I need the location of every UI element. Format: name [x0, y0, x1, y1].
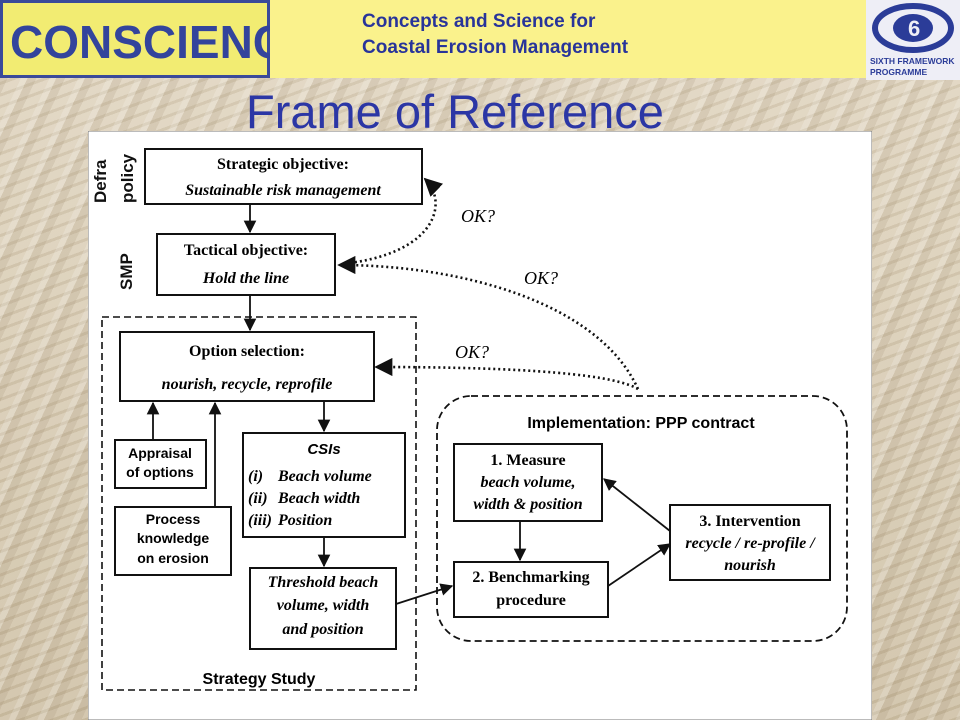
strategic-objective-box	[144, 148, 423, 205]
threshold-line-1: Threshold beach	[268, 574, 379, 591]
tactical-objective-text: Hold the line	[202, 270, 289, 287]
defra-label: Defra	[91, 159, 110, 203]
programme-line-2: PROGRAMME	[870, 67, 927, 77]
process-line-1: Process	[146, 511, 201, 527]
benchmarking-box	[453, 561, 609, 618]
csis-item-3: Position	[277, 512, 332, 529]
programme-line-1: SIXTH FRAMEWORK	[870, 56, 955, 66]
measure-line-3: width & position	[473, 496, 582, 513]
appraisal-line-2: of options	[126, 464, 194, 480]
option-selection-title: Option selection:	[189, 343, 305, 360]
benchmark-line-1: 2. Benchmarking	[472, 569, 589, 586]
ok-label-2: OK?	[524, 268, 558, 288]
measure-line-1: 1. Measure	[490, 452, 565, 469]
arrow-benchmark-intervention	[607, 543, 672, 587]
feedback-arrow-strategic	[349, 177, 444, 265]
measure-line-2: beach volume,	[480, 474, 575, 491]
threshold-line-2: volume, width	[277, 597, 370, 614]
feedback-arrow-tactical	[337, 255, 640, 390]
conscience-logo: CONSCIENCE	[0, 0, 270, 78]
header-banner: CONSCIENCE Concepts and Science for Coas…	[0, 0, 866, 78]
implementation-region	[436, 395, 848, 642]
logo-text: CONSCIENCE	[10, 16, 270, 68]
benchmark-line-2: procedure	[496, 592, 566, 609]
smp-label: SMP	[117, 253, 136, 290]
strategic-objective-title: Strategic objective:	[217, 156, 349, 173]
csis-num-3: (iii)	[248, 512, 272, 529]
page-title: Frame of Reference	[246, 85, 664, 138]
tagline: Concepts and Science for Coastal Erosion…	[362, 9, 628, 61]
measure-box	[453, 443, 603, 522]
threshold-line-3: and position	[282, 621, 363, 638]
process-line-2: knowledge	[137, 530, 210, 546]
strategy-study-region	[101, 316, 417, 691]
csis-item-1: Beach volume	[277, 468, 372, 485]
ok-label-1: OK?	[461, 206, 495, 226]
option-selection-text: nourish, recycle, reprofile	[162, 376, 333, 393]
arrow-threshold-benchmark	[395, 583, 454, 605]
process-knowledge-box	[114, 506, 232, 576]
tagline-line-1: Concepts and Science for	[362, 11, 596, 32]
csis-num-1: (i)	[248, 468, 263, 485]
appraisal-box	[114, 439, 207, 489]
option-selection-box	[119, 331, 375, 402]
framework-programme-logo: 6 SIXTH FRAMEWORK PROGRAMME	[866, 0, 960, 80]
csis-item-2: Beach width	[277, 490, 360, 507]
appraisal-line-1: Appraisal	[128, 445, 192, 461]
intervention-line-3: nourish	[724, 557, 776, 574]
tactical-objective-box	[156, 233, 336, 296]
intervention-line-2: recycle / re-profile /	[685, 535, 816, 552]
frame-of-reference-diagram: Defra policy SMP Strategic objective: Su…	[88, 131, 872, 720]
strategy-study-label: Strategy Study	[203, 671, 316, 688]
ok-label-3: OK?	[455, 342, 489, 362]
policy-label: policy	[118, 153, 137, 203]
intervention-box	[669, 504, 831, 581]
tagline-line-2: Coastal Erosion Management	[362, 37, 629, 58]
strategic-objective-text: Sustainable risk management	[185, 182, 381, 199]
csis-box	[242, 432, 406, 538]
arrow-intervention-measure	[603, 478, 671, 532]
csis-num-2: (ii)	[248, 490, 268, 507]
svg-text:6: 6	[908, 16, 920, 41]
tactical-objective-title: Tactical objective:	[184, 242, 308, 259]
intervention-line-1: 3. Intervention	[699, 513, 800, 530]
feedback-arrow-option	[374, 357, 639, 391]
implementation-label: Implementation: PPP contract	[527, 415, 755, 432]
threshold-box	[249, 567, 397, 650]
csis-title: CSIs	[307, 441, 340, 458]
process-line-3: on erosion	[137, 550, 209, 566]
